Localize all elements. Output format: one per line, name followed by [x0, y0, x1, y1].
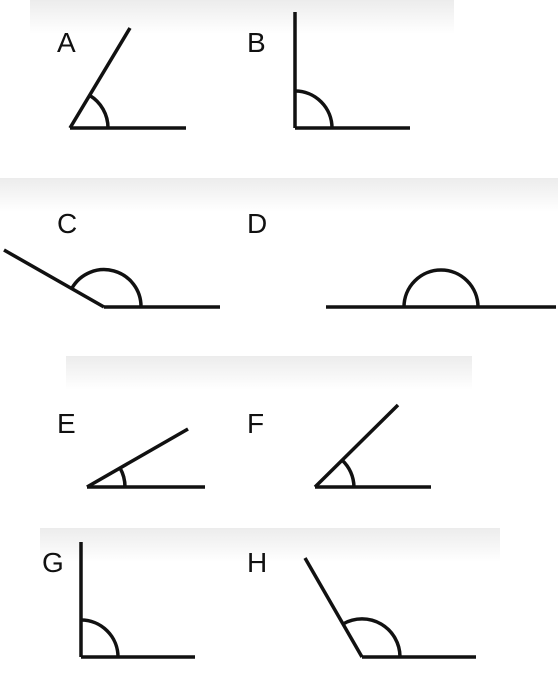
angle-label-a: A — [57, 27, 76, 58]
angle-e-second-ray — [86, 427, 189, 489]
angle-c-arc — [70, 267, 143, 308]
angle-a-second-ray — [68, 27, 132, 129]
angle-label-h: H — [247, 547, 267, 578]
angle-g-arc — [80, 618, 120, 658]
angle-label-f: F — [247, 408, 264, 439]
angle-panel-c: C — [3, 208, 220, 309]
angle-label-g: G — [42, 547, 64, 578]
angle-f-arc — [340, 458, 356, 488]
row-band-2 — [0, 178, 558, 212]
angle-e-arc — [118, 467, 127, 488]
angle-d-arc — [402, 268, 480, 308]
angle-label-c: C — [57, 208, 77, 239]
angle-panel-e: E — [57, 408, 205, 489]
angle-panel-b: B — [247, 12, 410, 130]
angle-h-second-ray — [303, 557, 364, 658]
row-band-1 — [30, 0, 454, 34]
angle-label-d: D — [247, 208, 267, 239]
angle-panel-d: D — [247, 208, 556, 309]
angle-panel-f: F — [247, 403, 431, 489]
angle-h-arc — [342, 617, 402, 658]
angle-label-b: B — [247, 27, 266, 58]
angle-panel-g: G — [42, 542, 195, 659]
angle-b-arc — [294, 89, 334, 129]
row-band-3 — [66, 356, 472, 390]
angle-label-e: E — [57, 408, 76, 439]
angle-c-second-ray — [3, 248, 105, 309]
angle-panel-a: A — [57, 27, 186, 130]
angle-a-arc — [88, 93, 110, 129]
angle-panel-h: H — [247, 547, 476, 659]
row-band-4 — [40, 528, 500, 562]
angle-f-second-ray — [313, 403, 400, 489]
